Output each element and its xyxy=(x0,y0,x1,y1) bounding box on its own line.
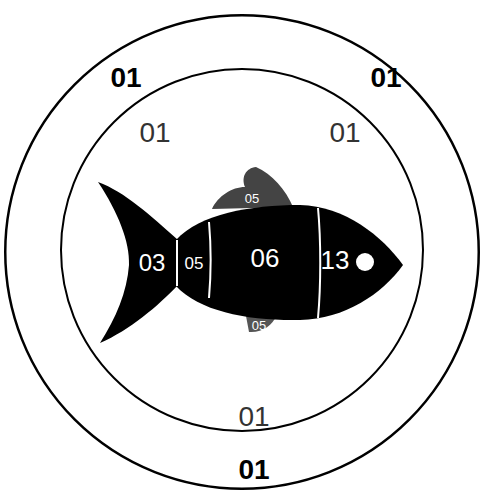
score-number: 01 xyxy=(238,403,269,431)
score-number: 05 xyxy=(185,255,204,272)
inner-ring: 01 01 01 03 05 06 13 05 05 xyxy=(60,68,424,432)
score-number: 01 xyxy=(370,64,401,92)
score-number: 03 xyxy=(139,251,166,275)
score-number: 05 xyxy=(252,319,266,332)
top-fin xyxy=(212,167,293,209)
head-zone: 13 xyxy=(318,240,354,280)
divider-line xyxy=(209,222,211,298)
score-number: 01 xyxy=(329,119,360,147)
divider-line xyxy=(318,208,320,318)
score-number: 01 xyxy=(110,64,141,92)
ring-outline xyxy=(60,68,424,432)
fish-body xyxy=(176,205,403,320)
body-zone: 06 xyxy=(215,240,315,280)
ring-circle xyxy=(61,69,423,431)
score-number: 06 xyxy=(251,245,280,271)
bottom-fin-zone: 05 xyxy=(244,317,274,333)
score-number: 13 xyxy=(321,247,350,273)
score-number: 05 xyxy=(245,192,259,205)
top-fin-zone: 05 xyxy=(230,188,275,208)
score-number: 01 xyxy=(238,456,269,484)
divider-line xyxy=(176,240,178,286)
fish-eye xyxy=(356,253,374,271)
fish-tail xyxy=(98,182,178,343)
outer-ring: 01 01 01 01 01 01 03 05 06 13 05 05 xyxy=(4,14,480,490)
tail-zone: 03 xyxy=(130,245,176,281)
ring-circle xyxy=(5,15,479,489)
band-zone: 05 xyxy=(180,248,208,278)
score-number: 01 xyxy=(139,119,170,147)
